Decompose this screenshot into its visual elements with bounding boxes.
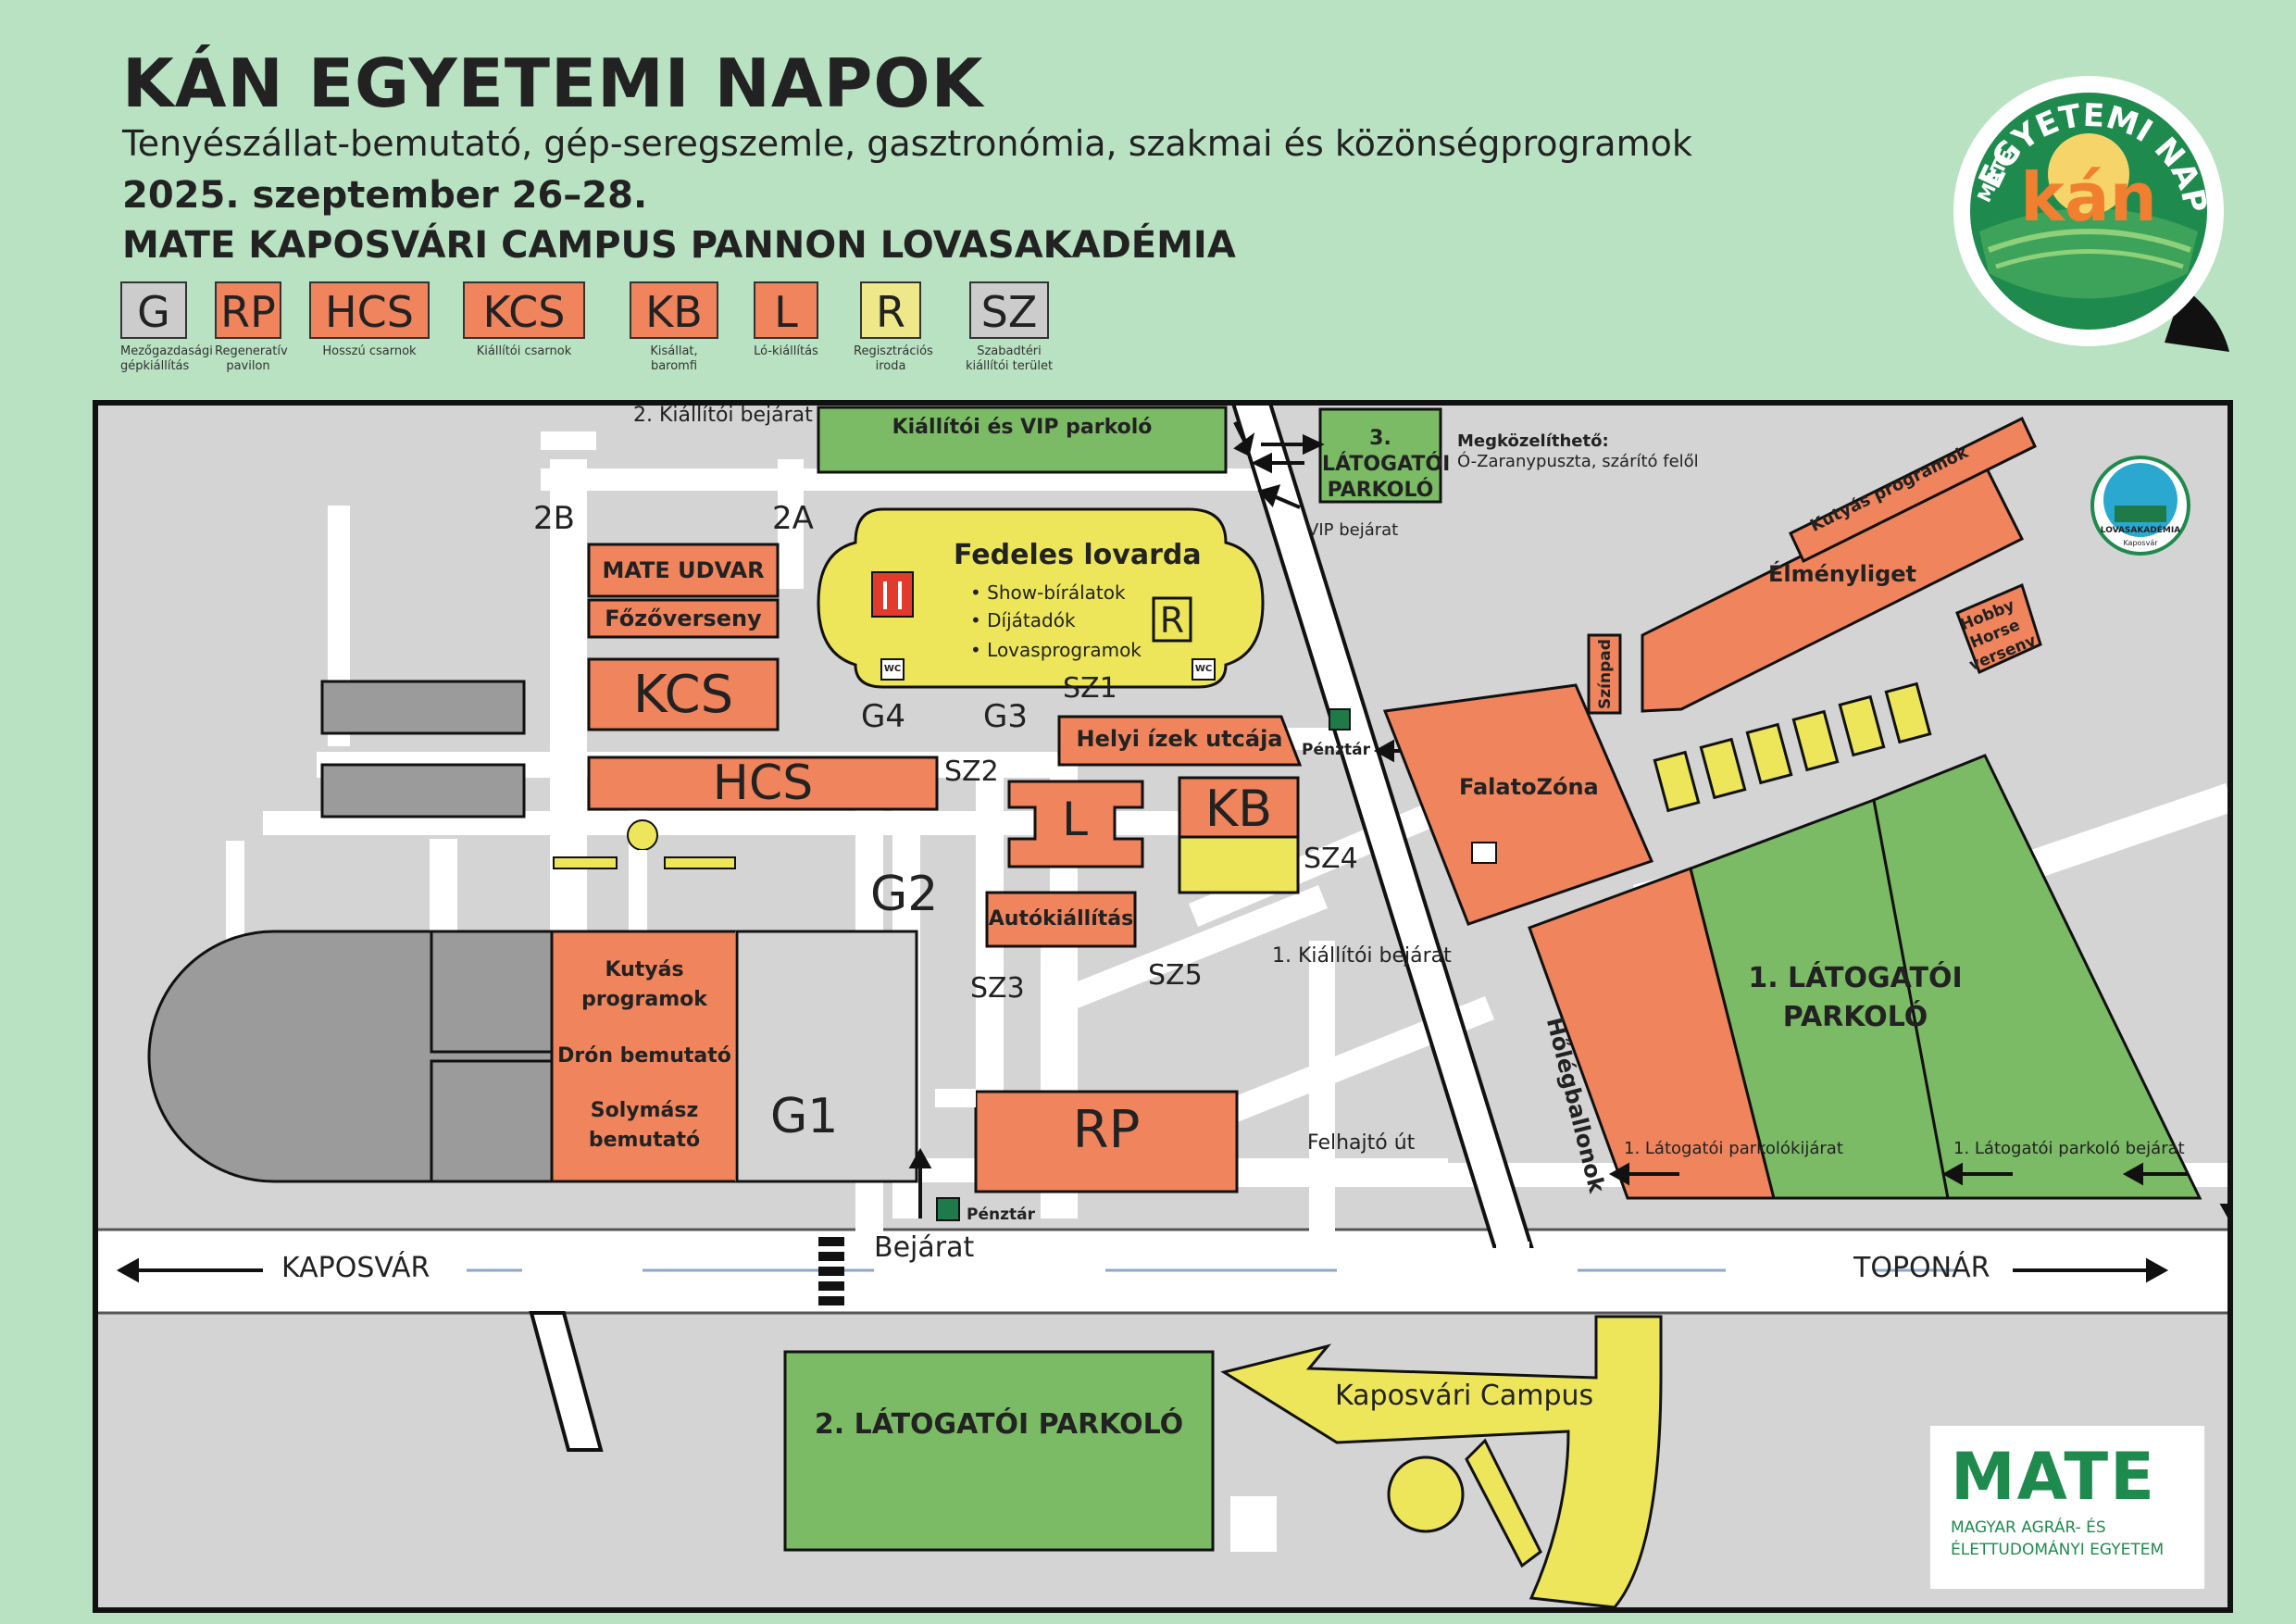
fozoverseny-label: Főzőverseny (605, 606, 762, 631)
zone-sz1: SZ1 (1063, 672, 1117, 705)
l-label: L (1062, 793, 1088, 846)
fedeles-item: • Lovasprogramok (970, 639, 1142, 661)
legend-desc: Kisállat, baromfi (650, 344, 698, 373)
wc-icon: WC (883, 664, 902, 674)
kcs-label: KCS (632, 665, 734, 725)
legend-desc: Kiállítói csarnok (476, 344, 572, 358)
rp-label: RP (1072, 1100, 1141, 1160)
legend-item-rp: RP Regeneratív pavilon (215, 281, 288, 374)
registration-r: R (1159, 600, 1185, 641)
page-title: KÁN EGYETEMI NAPOK (122, 44, 984, 122)
legend-item-r: R Regisztrációs iroda (854, 281, 933, 374)
legend-item-kcs: KCS Kiállítói csarnok (463, 281, 585, 359)
legend-code: L (754, 281, 818, 339)
legend-code: G (120, 281, 187, 339)
diagonal-road (1231, 404, 1534, 1248)
event-map: 2. Kiállítói bejárat Kiállítói és VIP pa… (93, 400, 2233, 1613)
mate-line-2: ÉLETTUDOMÁNYI EGYETEM (1951, 1541, 2165, 1559)
kb-label: KB (1204, 780, 1273, 838)
legend-code: KB (630, 281, 718, 339)
legend-code: R (860, 281, 921, 339)
approach-title: Megközelíthető: (1457, 431, 1609, 451)
legend-item-hcs: HCS Hosszú csarnok (309, 281, 430, 359)
mate-line-1: MAGYAR AGRÁR- ÉS (1951, 1518, 2106, 1537)
zone-sz3: SZ3 (970, 972, 1025, 1005)
zone-2a: 2A (772, 500, 814, 537)
kan-egyetemi-napok-seal: kán EGYETEMI NAPOK MATE (1952, 74, 2229, 352)
parking-1-exit-label: 1. Látogatói parkolókijárat (1624, 1139, 1843, 1158)
fedeles-item: • Show-bírálatok (970, 581, 1126, 604)
vip-parking (817, 406, 1228, 474)
legend-code: SZ (969, 281, 1049, 339)
legend-code: HCS (309, 281, 430, 339)
vip-entrance-label: VIP bejárat (1307, 520, 1399, 540)
penztar-label: Pénztár (967, 1206, 1035, 1224)
legend-desc: Regeneratív pavilon (215, 344, 288, 373)
seal-brand: kán (2020, 158, 2157, 236)
toponar-label: TOPONÁR (1853, 1252, 1990, 1284)
vip-parking-label: Kiállítói és VIP parkoló (892, 416, 1153, 439)
szinpad-label: Színpad (1596, 639, 1615, 709)
zone-g4: G4 (861, 698, 905, 735)
approach-text: Ó-Zaranypuszta, szárító felől (1457, 452, 1699, 471)
kiallitoi-bejarat-1-label: 1. Kiállítói bejárat (1272, 944, 1452, 968)
zone-sz4: SZ4 (1304, 843, 1358, 875)
zone-g2: G2 (870, 867, 939, 922)
legend-code: RP (215, 281, 281, 339)
zone-g3: G3 (983, 698, 1028, 735)
fedeles-lovarda-label: Fedeles lovarda (954, 539, 1202, 571)
zone-g1: G1 (770, 1089, 839, 1144)
parking-3-label: 3. LÁTOGATÓI PARKOLÓ (1322, 427, 1451, 502)
mate-wordmark: MATE (1951, 1439, 2156, 1515)
event-venue: MATE KAPOSVÁRI CAMPUS PANNON LOVASAKADÉM… (122, 224, 1236, 267)
elmenyliget-label: Élményliget (1768, 561, 1917, 587)
legend-desc: Szabadtéri kiállítói terület (965, 344, 1054, 373)
campus-label: Kaposvári Campus (1335, 1380, 1594, 1412)
kaposvar-label: KAPOSVÁR (281, 1252, 430, 1284)
kutyas-arena-label: Kutyás programok (581, 958, 707, 1011)
lovas-name: LOVASAKADÉMIA (2100, 526, 2181, 535)
parking-3 (1318, 407, 1442, 504)
fedeles-item: • Díjátadók (970, 609, 1076, 631)
zone-sz2: SZ2 (944, 756, 999, 788)
fedeles-lovarda-building (817, 507, 1265, 689)
parking-1-label: 1. LÁTOGATÓI PARKOLÓ (1748, 962, 1963, 1033)
legend-desc: Ló-kiállítás (754, 344, 818, 358)
legend-desc: Hosszú csarnok (322, 344, 417, 358)
legend-item-g: G Mezőgazdasági gépkiállítás (120, 281, 213, 374)
kiallitoi-bejarat-2-label: 2. Kiállítói bejárat (633, 404, 813, 427)
penztar-label: Pénztár (1302, 741, 1370, 759)
zone-sz5: SZ5 (1148, 959, 1203, 992)
zone-2b: 2B (533, 500, 575, 537)
wc-icon: WC (1194, 664, 1213, 674)
legend-code: KCS (463, 281, 585, 339)
parking-1-entry-label: 1. Látogatói parkoló bejárat (1953, 1139, 2185, 1158)
legend-desc: Regisztrációs iroda (854, 344, 933, 373)
felhajto-label: Felhajtó út (1307, 1131, 1416, 1155)
event-date: 2025. szeptember 26–28. (122, 174, 648, 217)
main-entrance-label: Bejárat (874, 1231, 975, 1264)
autokiallitas-label: Autókiállítás (988, 907, 1134, 931)
mate-logo: MATE MAGYAR AGRÁR- ÉS ÉLETTUDOMÁNYI EGYE… (1930, 1426, 2204, 1589)
falatozona-label: FalatoZóna (1459, 774, 1599, 800)
mate-udvar-label: MATE UDVAR (602, 557, 765, 583)
solymasz-label: Solymász bemutató (588, 1099, 701, 1152)
legend-item-kb: KB Kisállat, baromfi (630, 281, 718, 374)
legend-item-sz: SZ Szabadtéri kiállítói terület (963, 281, 1055, 374)
hcs-label: HCS (712, 756, 814, 811)
legend-item-l: L Ló-kiállítás (754, 281, 818, 359)
parking-2-label: 2. LÁTOGATÓI PARKOLÓ (814, 1408, 1184, 1441)
lovas-city: Kaposvár (2123, 539, 2158, 547)
page-subtitle: Tenyészállat-bemutató, gép-seregszemle, … (122, 123, 1692, 164)
map-drawing (96, 404, 2229, 1609)
dron-label: Drón bemutató (557, 1044, 731, 1068)
legend-desc: Mezőgazdasági gépkiállítás (120, 344, 213, 373)
helyi-izek-label: Helyi ízek utcája (1076, 726, 1283, 752)
